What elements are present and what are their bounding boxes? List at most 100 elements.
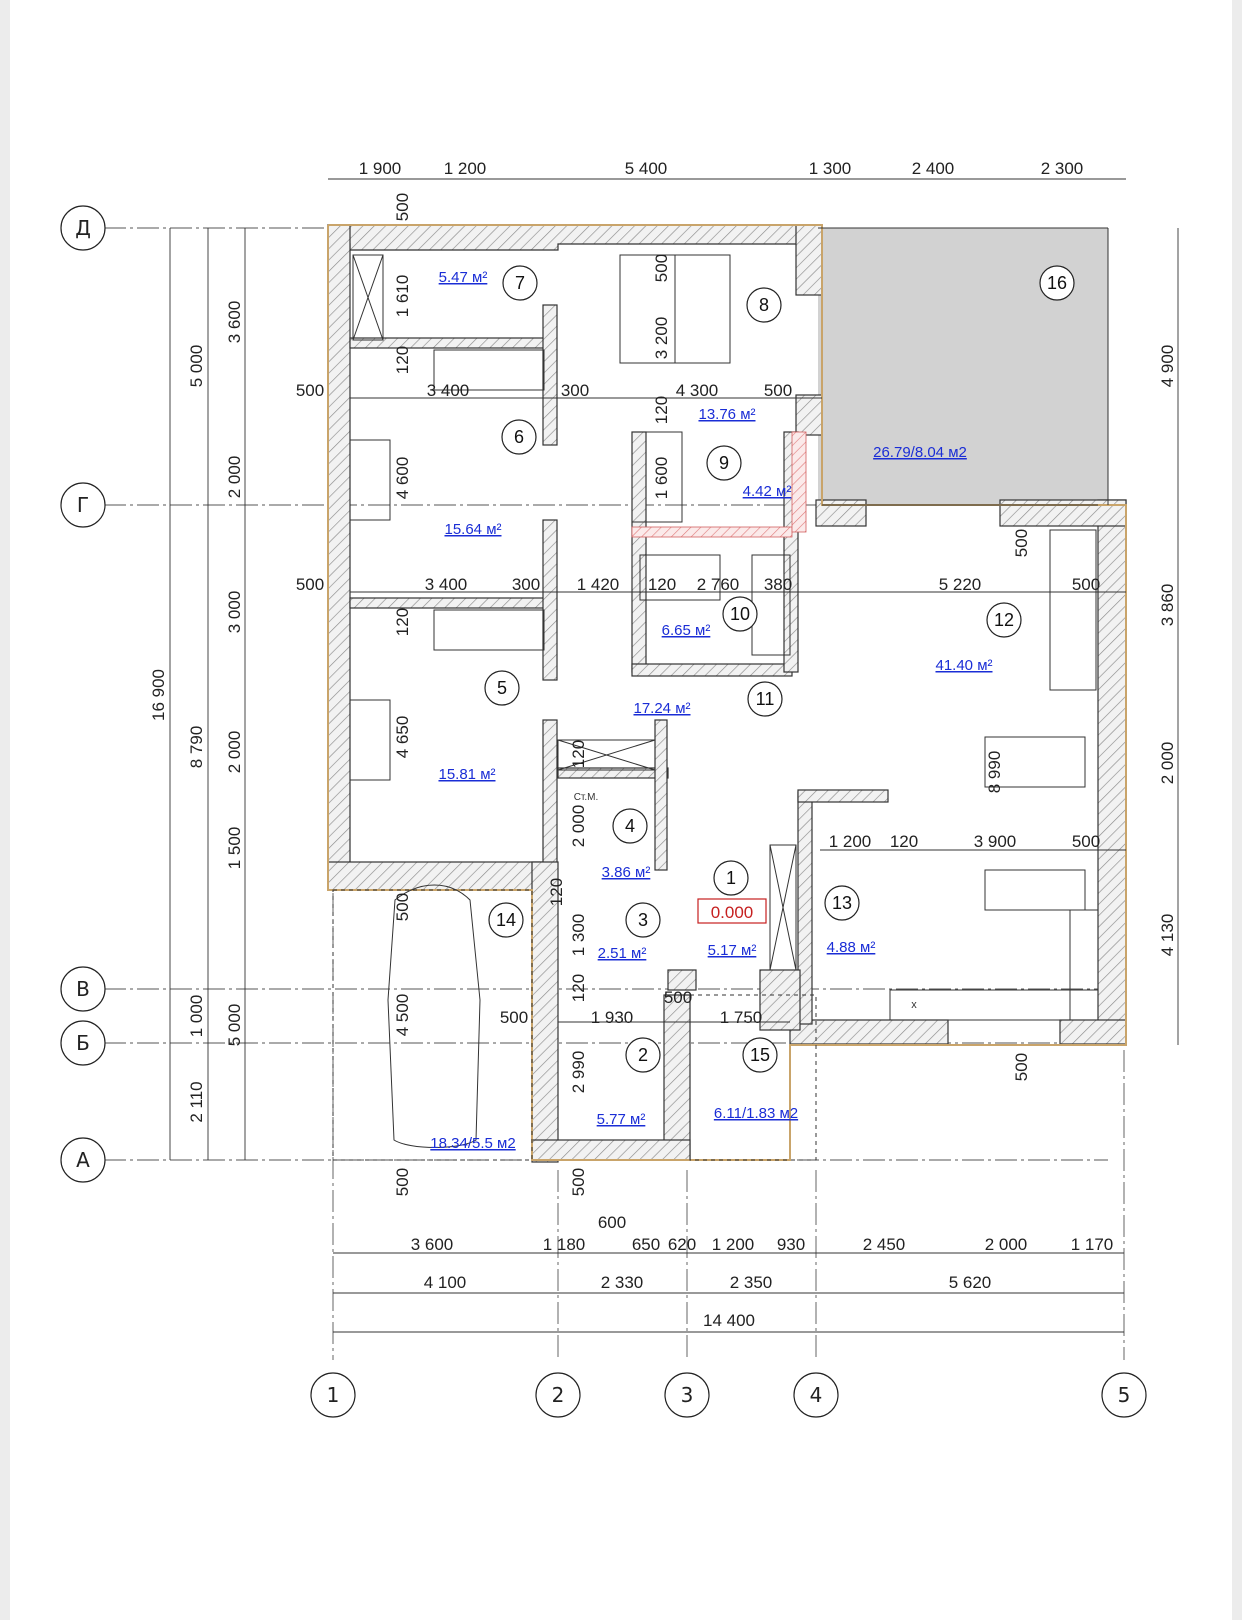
dim-inner: 120 bbox=[648, 575, 676, 594]
dim-left-total: 16 900 bbox=[149, 669, 168, 721]
dim-bottom: 650 bbox=[632, 1235, 660, 1254]
dim-inner: 380 bbox=[764, 575, 792, 594]
dim-inner: 120 bbox=[393, 608, 412, 636]
dim-inner: 3 900 bbox=[974, 832, 1017, 851]
dim-inner: 1 610 bbox=[393, 275, 412, 318]
dim-inner: 120 bbox=[890, 832, 918, 851]
dim-inner: 1 750 bbox=[720, 1008, 763, 1027]
dim-right: 4 900 bbox=[1158, 345, 1177, 388]
dim-inner: 3 400 bbox=[427, 381, 470, 400]
dim-left-inner: 3 600 bbox=[225, 301, 244, 344]
room-area: 5.17 м² bbox=[708, 942, 757, 959]
room-number: 3 bbox=[638, 910, 648, 930]
room-number: 1 bbox=[726, 868, 736, 888]
dim-bottom: 930 bbox=[777, 1235, 805, 1254]
dim-inner: 2 000 bbox=[569, 805, 588, 848]
dim-right: 2 000 bbox=[1158, 742, 1177, 785]
dim-inner: 500 bbox=[1012, 1053, 1031, 1081]
dim-inner: 1 930 bbox=[591, 1008, 634, 1027]
level-mark: 0.000 bbox=[711, 903, 754, 922]
dim-inner: 500 bbox=[569, 1168, 588, 1196]
dim-inner: 500 bbox=[393, 1168, 412, 1196]
room-number: 6 bbox=[514, 427, 524, 447]
room-number: 8 bbox=[759, 295, 769, 315]
dim-bottom: 1 170 bbox=[1071, 1235, 1114, 1254]
axis-row-label: Д bbox=[75, 216, 91, 240]
dim-inner: 300 bbox=[561, 381, 589, 400]
dim-inner: 500 bbox=[296, 381, 324, 400]
room-area: 26.79/8.04 м2 bbox=[873, 444, 967, 461]
dim-inner: 500 bbox=[652, 254, 671, 282]
room-number: 13 bbox=[832, 893, 852, 913]
level-mark-box bbox=[697, 898, 767, 924]
room-number: 15 bbox=[750, 1045, 770, 1065]
room-area: 5.47 м² bbox=[439, 269, 488, 286]
dim-left: 1 000 bbox=[187, 995, 206, 1038]
dim-right: 3 860 bbox=[1158, 584, 1177, 627]
dim-left: 2 110 bbox=[187, 1081, 206, 1122]
dim-left: 8 790 bbox=[187, 726, 206, 769]
room-area: 17.24 м² bbox=[633, 700, 690, 717]
dim-top: 2 400 bbox=[912, 159, 955, 178]
room-number: 16 bbox=[1047, 273, 1067, 293]
axis-col-label: 4 bbox=[810, 1383, 823, 1407]
dim-top: 1 300 bbox=[809, 159, 852, 178]
room-area: 18.34/5.5 м2 bbox=[430, 1135, 515, 1152]
room-area: 4.42 м² bbox=[743, 483, 792, 500]
room-area: 2.51 м² bbox=[598, 945, 647, 962]
dim-inner: 500 bbox=[296, 575, 324, 594]
dim-top: 1 900 bbox=[359, 159, 402, 178]
dim-right: 4 130 bbox=[1158, 914, 1177, 957]
dim-bottom-axis: 2 350 bbox=[730, 1273, 773, 1292]
wet-wall-1 bbox=[631, 526, 793, 538]
room-area: 41.40 м² bbox=[935, 657, 992, 674]
dim-inner: 120 bbox=[393, 346, 412, 374]
dim-inner: 500 bbox=[500, 1008, 528, 1027]
dim-bottom: 600 bbox=[598, 1213, 626, 1232]
dim-inner: 8 990 bbox=[985, 751, 1004, 794]
dim-bottom: 2 000 bbox=[985, 1235, 1028, 1254]
dim-inner: 120 bbox=[652, 396, 671, 424]
dim-inner: 4 500 bbox=[393, 994, 412, 1037]
room-area: 15.81 м² bbox=[438, 766, 495, 783]
dim-inner: 4 650 bbox=[393, 716, 412, 759]
dim-top: 2 300 bbox=[1041, 159, 1084, 178]
screen-edge-right bbox=[1232, 0, 1242, 1620]
dim-inner: 3 200 bbox=[652, 317, 671, 360]
closet-label: Ст.М. bbox=[574, 792, 599, 803]
room-area: 5.77 м² bbox=[597, 1111, 646, 1128]
dim-inner: 120 bbox=[569, 740, 588, 768]
dim-bottom: 1 180 bbox=[543, 1235, 586, 1254]
dim-left-inner: 2 000 bbox=[225, 731, 244, 774]
dim-bottom-axis: 2 330 bbox=[601, 1273, 644, 1292]
dim-inner: 5 220 bbox=[939, 575, 982, 594]
room-number: 2 bbox=[638, 1045, 648, 1065]
room-area: 6.11/1.83 м2 bbox=[714, 1105, 798, 1122]
room-area: 3.86 м² bbox=[602, 864, 651, 881]
axis-col-label: 2 bbox=[552, 1383, 565, 1407]
room-number: 14 bbox=[496, 910, 516, 930]
dim-bottom-axis: 5 620 bbox=[949, 1273, 992, 1292]
axis-bubbles bbox=[60, 205, 1147, 1418]
dim-inner: 500 bbox=[1072, 832, 1100, 851]
dim-left: 5 000 bbox=[187, 345, 206, 388]
dim-bottom: 3 600 bbox=[411, 1235, 454, 1254]
stove-label: х bbox=[911, 999, 917, 1011]
dim-inner: 120 bbox=[547, 878, 566, 906]
room-outlines bbox=[332, 227, 1109, 1161]
axis-row-label: Б bbox=[76, 1031, 90, 1055]
room-number: 11 bbox=[756, 689, 775, 709]
dim-inner: 500 bbox=[393, 893, 412, 921]
dim-inner: 500 bbox=[664, 988, 692, 1007]
axis-row-label: В bbox=[76, 977, 90, 1001]
room-number: 5 bbox=[497, 678, 507, 698]
screen-edge-left bbox=[0, 0, 10, 1620]
dim-inner: 120 bbox=[569, 974, 588, 1002]
dim-inner: 1 200 bbox=[829, 832, 872, 851]
dim-left-inner: 2 000 bbox=[225, 456, 244, 499]
dim-inner: 4 600 bbox=[393, 457, 412, 500]
dim-top: 5 400 bbox=[625, 159, 668, 178]
dim-bottom: 2 450 bbox=[863, 1235, 906, 1254]
room-area: 6.65 м² bbox=[662, 622, 711, 639]
